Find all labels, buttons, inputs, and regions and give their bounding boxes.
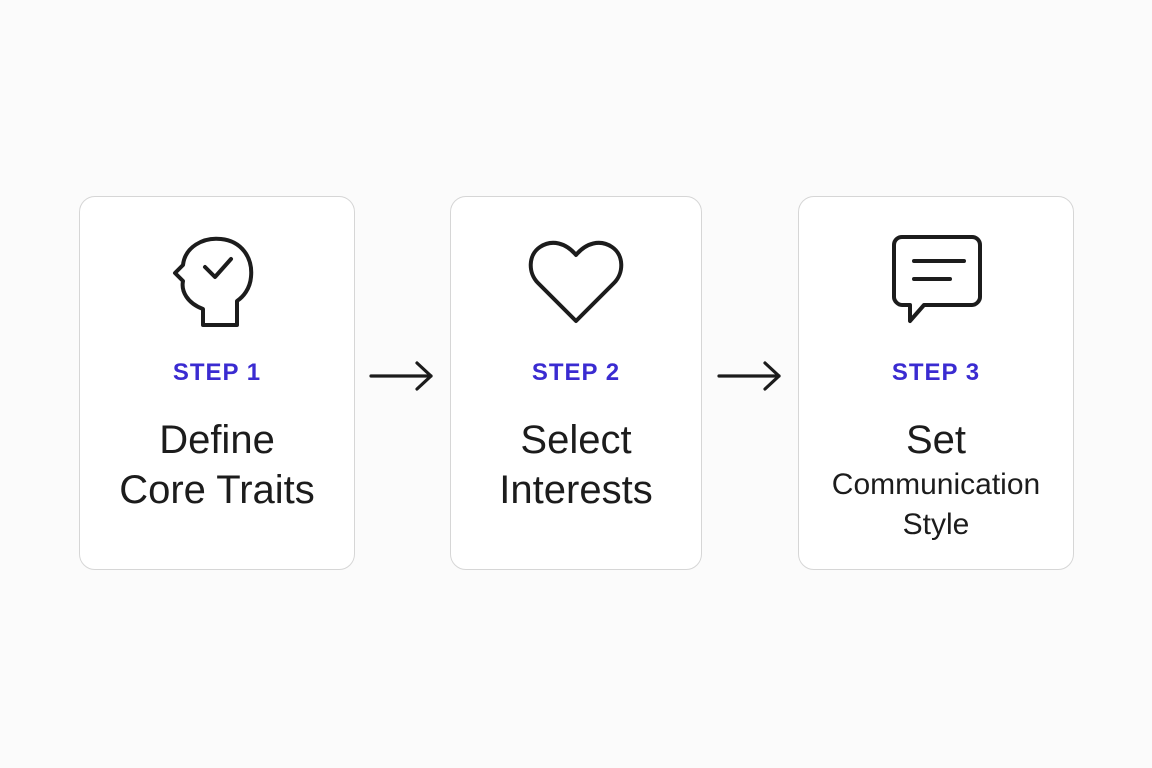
arrow-right-icon [369, 360, 435, 392]
step-title-line: Select [520, 418, 632, 462]
heart-icon [524, 233, 628, 333]
chat-bubble-icon [884, 233, 988, 333]
step-title-line: Communication [831, 468, 1041, 501]
step-title-line: Core Traits [119, 468, 315, 512]
step-label: STEP 3 [891, 359, 981, 386]
step-title: Select Interests [451, 415, 701, 515]
step-card-3: STEP 3 Set Communication Style [798, 196, 1074, 570]
step-label: STEP 1 [172, 359, 262, 386]
step-label: STEP 2 [531, 359, 621, 386]
step-title-line: Interests [499, 468, 653, 512]
step-title-line: Set [905, 418, 967, 462]
head-check-icon [165, 233, 269, 333]
step-title: Set Communication Style [799, 415, 1073, 545]
step-card-1: STEP 1 Define Core Traits [79, 196, 355, 570]
step-title-line: Define [159, 418, 275, 462]
step-card-2: STEP 2 Select Interests [450, 196, 702, 570]
step-title: Define Core Traits [80, 415, 354, 515]
arrow-right-icon [717, 360, 783, 392]
step-title-line: Style [902, 508, 970, 541]
